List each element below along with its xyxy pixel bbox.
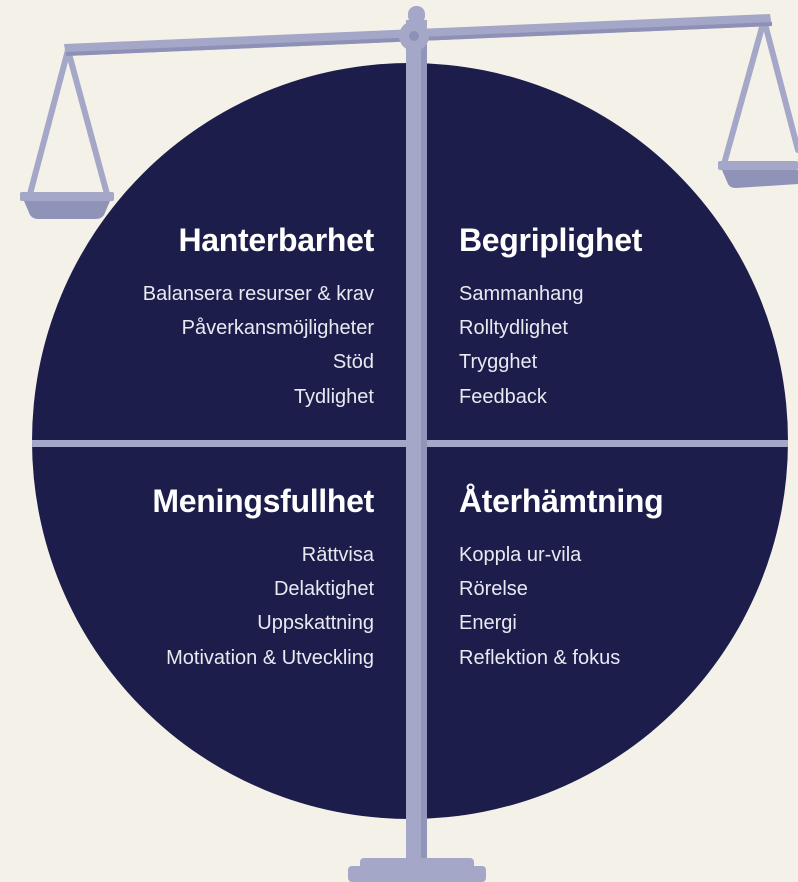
list-item: Sammanhang: [459, 282, 584, 305]
list-item: Delaktighet: [273, 578, 374, 601]
list-item: Rörelse: [459, 578, 528, 601]
right-pan: [718, 161, 798, 188]
list-item: Rättvisa: [301, 543, 374, 566]
list-item: Tydlighet: [293, 385, 374, 408]
quadrant-meningsfullhet: Meningsfullhet Rättvisa Delaktighet Upps…: [152, 483, 374, 675]
list-item: Koppla ur-vila: [459, 543, 582, 566]
quadrant-title: Hanterbarhet: [178, 222, 374, 258]
quadrant-aterhamtning: Återhämtning Koppla ur-vila Rörelse Ener…: [459, 483, 664, 675]
list-item: Balansera resurser & krav: [142, 282, 374, 305]
left-pan: [20, 192, 114, 219]
list-item: Uppskattning: [257, 612, 374, 635]
left-pan-strings: [27, 47, 110, 197]
list-item: Stöd: [332, 351, 374, 374]
list-item: Reflektion & fokus: [459, 646, 621, 669]
list-item: Energi: [459, 612, 517, 635]
scale-base: [348, 858, 486, 882]
quadrant-list: Koppla ur-vila Rörelse Energi Reflektion…: [459, 538, 663, 675]
list-item: Påverkansmöjligheter: [181, 317, 374, 340]
right-pan-strings: [721, 17, 798, 167]
quadrant-list: Rättvisa Delaktighet Uppskattning Motiva…: [152, 538, 374, 675]
list-item: Motivation & Utveckling: [166, 646, 374, 669]
quadrant-title: Begriplighet: [459, 222, 643, 258]
scale-post-shadow: [421, 30, 427, 875]
quadrant-list: Sammanhang Rolltydlighet Trygghet Feedba…: [459, 277, 642, 414]
list-item: Feedback: [459, 385, 547, 408]
quadrant-list: Balansera resurser & krav Påverkansmöjli…: [143, 277, 374, 414]
scale-finial: [399, 6, 429, 51]
quadrant-begriplighet: Begriplighet Sammanhang Rolltydlighet Tr…: [459, 222, 642, 414]
quadrant-hanterbarhet: Hanterbarhet Balansera resurser & krav P…: [143, 222, 375, 414]
quadrant-title: Återhämtning: [459, 483, 664, 519]
list-item: Rolltydlighet: [459, 317, 568, 340]
quadrant-title: Meningsfullhet: [152, 483, 374, 519]
list-item: Trygghet: [459, 351, 538, 374]
